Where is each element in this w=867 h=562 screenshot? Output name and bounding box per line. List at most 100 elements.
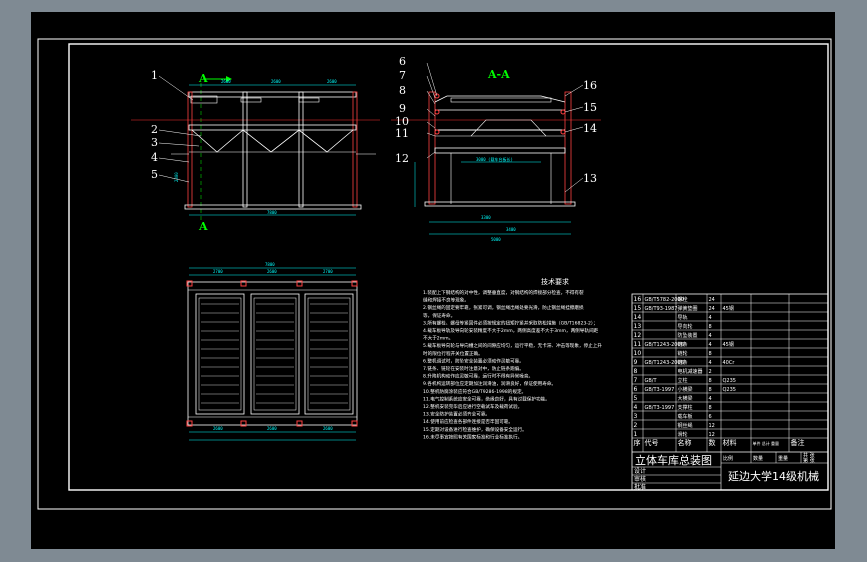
- dim-section-1: 3300: [481, 215, 491, 220]
- bom-cell: 导向轮: [678, 323, 693, 330]
- bom-cell: 载车板: [678, 413, 693, 420]
- bom-header-cell: 名称: [678, 438, 692, 447]
- tb-cell-4: 共 张: [803, 452, 815, 459]
- bom-cell: 防坠装置: [678, 332, 698, 339]
- school-name: 延边大学14级机械: [728, 469, 819, 483]
- top-beam: [188, 91, 357, 98]
- cad-viewport[interactable]: A A 2600 2600 2600 7800 2300: [31, 12, 835, 549]
- tech-req-line: 2.钢丝绳的固定要牢靠，张紧可调，钢丝绳出绳处要光滑，防止钢丝绳挂擦磨损: [423, 304, 584, 311]
- bom-cell: Q235: [723, 387, 736, 393]
- column-4: [352, 91, 358, 208]
- dim-floor: 3000 (载车台板长): [476, 156, 513, 162]
- bom-cell: 4: [709, 360, 712, 366]
- bom-cell: 螺栓: [678, 296, 688, 303]
- bom-cell: 5: [634, 395, 638, 402]
- section-column-right: [564, 91, 572, 205]
- bom-cell: 12: [709, 423, 715, 429]
- bom-cell: GB/T3-1997: [645, 387, 675, 393]
- bom-cell: 9: [634, 359, 638, 366]
- bom-header-cell: 单件 总计 重量: [753, 440, 780, 446]
- carrier-bay-2: [250, 293, 300, 415]
- plan-dim-top-1: 2700: [213, 269, 223, 274]
- middle-beam: [188, 124, 357, 131]
- section-arrowhead-top: [226, 76, 232, 82]
- bom-cell: 15: [634, 305, 642, 312]
- column-2: [242, 91, 248, 208]
- bom-cell: 立柱: [678, 377, 688, 384]
- bom-cell: 小横梁: [678, 386, 693, 393]
- tech-req-line: 7.链条、链轮在安装时注意对中，防止链条跑偏。: [423, 365, 524, 372]
- truss: [191, 129, 354, 153]
- bom-cell: 8: [709, 378, 712, 384]
- upper-platform: [434, 95, 566, 103]
- bom-cell: 4: [709, 333, 712, 339]
- tech-req-line: 15.定期对设备进行检查维护，确保设备安全运行。: [423, 426, 527, 433]
- bom-header-cell: 序: [634, 438, 641, 447]
- tech-req-line: 4.载车板导轨及导向轮安装精度不大于2mm，两侧高度差不大于3mm，两侧导轨间距: [423, 327, 599, 334]
- callout-11: 11: [395, 127, 409, 140]
- tb-cell-1: 比例: [723, 455, 733, 462]
- bom-cell: 8: [709, 351, 712, 357]
- bom-cell: 12: [634, 332, 642, 339]
- tb-cell-5: 第 张: [803, 457, 815, 464]
- dim-top-3: 2600: [327, 79, 337, 84]
- bom-cell: 弹簧垫圈: [678, 305, 698, 312]
- base-plate: [184, 204, 362, 210]
- section-a-a-view: A-A 3000 (载车台板长) 3300 3400 5000: [391, 62, 601, 242]
- tech-req-title: 技术要求: [541, 277, 569, 286]
- tech-req-line: 缝和焊接不良等现象。: [423, 297, 469, 304]
- bom-cell: 4: [709, 396, 712, 402]
- bom-cell: 8: [709, 405, 712, 411]
- callout-12: 12: [395, 152, 409, 165]
- bom-cell: Q235: [723, 378, 736, 384]
- top-part-2: [240, 97, 262, 103]
- bom-cell: GB/T3-1997: [645, 405, 675, 411]
- inner-frame: [68, 43, 829, 491]
- tech-req-line: 11.电气控制系统应安全可靠，绝缘良好，具有过载保护功能。: [423, 395, 550, 402]
- tech-req-line: 时的限位行程开关位置正确。: [423, 350, 483, 357]
- plan-dim-bottom-2: 2600: [267, 426, 277, 431]
- callout-15: 15: [583, 101, 597, 114]
- callout-16: 16: [583, 79, 597, 92]
- bom-header-cell: 材料: [723, 438, 737, 447]
- bom-cell: 钢丝绳: [678, 422, 693, 429]
- bom-cell: 10: [634, 350, 642, 357]
- tb-cell-3: 重量: [778, 455, 788, 462]
- bom-cell: 13: [634, 323, 642, 330]
- plan-dim-total: 7800: [265, 262, 275, 267]
- main-front-view: A A 2600 2600 2600 7800 2300: [131, 72, 380, 233]
- section-column-left: [428, 91, 436, 205]
- bom-cell: 4: [634, 404, 638, 411]
- section-marker-bottom: A: [198, 220, 208, 233]
- callout-13: 13: [583, 172, 597, 185]
- dim-section-2: 3400: [506, 227, 516, 232]
- dim-height: 2300: [174, 172, 179, 182]
- bom-cell: 4: [709, 342, 712, 348]
- bom-cell: 链条: [678, 341, 688, 348]
- callout-10: 10: [395, 115, 409, 128]
- bom-cell: 滑轮: [678, 431, 688, 438]
- tech-req-line: 14.使用前应检查各部件连接是否牢固可靠。: [423, 418, 513, 425]
- bom-cell: 14: [634, 314, 642, 321]
- carrier-bay-3: [304, 293, 354, 415]
- top-part-3: [298, 97, 320, 103]
- bom-cell: 11: [634, 341, 642, 348]
- tech-req-line: 等，保证寿命。: [423, 312, 455, 319]
- bom-cell: 6: [634, 386, 638, 393]
- bom-cell: 8: [709, 387, 712, 393]
- bom-cell: 6: [709, 414, 712, 420]
- tech-req-line: 9.各机构运转部位应定期加注润滑油，润滑良好，保证使用寿命。: [423, 380, 556, 387]
- plan-dim-top-2: 2600: [267, 269, 277, 274]
- callout-5: 5: [151, 168, 158, 181]
- bom-cell: 2: [634, 422, 638, 429]
- bom-header-cell: 数: [709, 438, 716, 447]
- role-review: 审核: [634, 475, 646, 483]
- plan-dim-top-3: 2700: [323, 269, 333, 274]
- tb-cell-2: 数量: [753, 455, 763, 462]
- drawing-name: 立体车库总装图: [635, 453, 712, 467]
- bom-cell: 1: [634, 431, 638, 438]
- callout-2: 2: [151, 123, 158, 136]
- carrier-bays: [195, 293, 354, 415]
- plan-view: 7800 2700 2600 2700 2600 2600 2600: [186, 262, 358, 441]
